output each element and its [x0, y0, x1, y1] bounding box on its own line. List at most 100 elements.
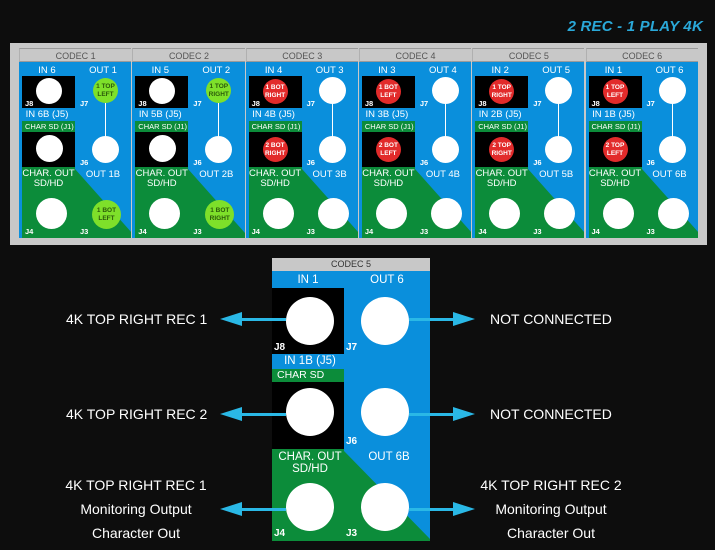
- j7-assignment-badge[interactable]: 1 TOP LEFT: [93, 78, 118, 103]
- j6-connector[interactable]: [92, 136, 119, 163]
- char-out-line1: CHAR. OUT: [22, 168, 75, 179]
- char-sd-bar: CHAR SD (J1): [475, 121, 529, 132]
- j4-destination-label: 4K TOP RIGHT REC 1 Monitoring Output Cha…: [36, 473, 236, 545]
- codec-rack: CODEC 1 IN 6 OUT 1 J8 1 TOP LEFT J7 IN 6…: [10, 43, 707, 245]
- j1-assignment-badge[interactable]: 2 BOT RIGHT: [262, 137, 288, 162]
- out-b-label: OUT 4B: [425, 169, 460, 180]
- in-b-label: IN 6B (J5): [25, 109, 69, 120]
- j7-connector[interactable]: [431, 77, 459, 104]
- codec-detail-panel: CODEC 5 IN 1 OUT 6 J8 J7 IN 1B (J5) CHAR…: [272, 258, 430, 541]
- in-b-label: IN 2B (J5): [478, 109, 522, 120]
- j7-connector[interactable]: [545, 77, 573, 104]
- j4-arrow-icon: [220, 502, 242, 516]
- detail-j7-connector[interactable]: [361, 297, 409, 345]
- j4-destination-line2: Monitoring Output: [80, 501, 192, 517]
- j8-label: J8: [25, 99, 34, 108]
- in-b-label: IN 1B (J5): [592, 109, 635, 120]
- j6-connector[interactable]: [545, 136, 573, 163]
- j7-connector[interactable]: [318, 77, 346, 104]
- char-sd-bar: CHAR SD (J1): [135, 121, 189, 132]
- j6-connector[interactable]: [431, 136, 459, 163]
- j6-label: J6: [646, 158, 655, 167]
- detail-out-b-label: OUT 6B: [368, 451, 410, 463]
- detail-in-label: IN 1: [297, 274, 319, 286]
- detail-j6-connector[interactable]: [361, 388, 409, 436]
- j8-label: J8: [251, 99, 260, 108]
- char-out-line2: SD/HD: [600, 178, 630, 189]
- j1-destination-label: 4K TOP RIGHT REC 2: [66, 406, 208, 422]
- j7-destination-label: NOT CONNECTED: [490, 311, 612, 327]
- j8-connection-line: [240, 318, 286, 321]
- j4-connector[interactable]: [489, 198, 521, 229]
- detail-j1-connector[interactable]: [286, 388, 334, 436]
- j1-assignment-badge[interactable]: 2 BOT LEFT: [375, 137, 401, 162]
- j8-connector[interactable]: [149, 78, 176, 104]
- j7-label: J7: [193, 99, 202, 108]
- j1-assignment-badge[interactable]: 2 TOP RIGHT: [489, 137, 515, 162]
- codec-rack-inner: CODEC 1 IN 6 OUT 1 J8 1 TOP LEFT J7 IN 6…: [19, 48, 699, 238]
- char-sd-bar: CHAR SD (J1): [361, 121, 415, 132]
- in-label: IN 6: [38, 65, 56, 76]
- j3-connector[interactable]: [657, 198, 689, 229]
- j6-destination-label: NOT CONNECTED: [490, 406, 612, 422]
- j4-label: J4: [364, 227, 374, 236]
- j8-assignment-badge[interactable]: 1 TOP RIGHT: [489, 79, 515, 104]
- char-out-line2: SD/HD: [373, 178, 404, 189]
- detail-j3-connector[interactable]: [361, 483, 409, 531]
- j3-assignment-badge[interactable]: 1 BOT LEFT: [92, 200, 121, 229]
- char-out-line1: CHAR. OUT: [588, 168, 642, 179]
- detail-char-out-line2: SD/HD: [292, 463, 328, 475]
- j6-connector[interactable]: [658, 136, 686, 163]
- j8-connector[interactable]: [36, 78, 62, 104]
- j1-assignment-badge[interactable]: 2 TOP LEFT: [602, 137, 628, 162]
- j7-label: J7: [419, 99, 429, 108]
- out-label: OUT 4: [428, 65, 457, 76]
- out-label: OUT 3: [315, 65, 344, 76]
- j8-assignment-badge[interactable]: 1 BOT RIGHT: [262, 79, 288, 104]
- j7-assignment-badge[interactable]: 1 TOP RIGHT: [206, 78, 232, 103]
- j4-connector[interactable]: [36, 198, 67, 229]
- loop-line: [444, 103, 446, 145]
- codec-module: CODEC 2 IN 5 OUT 2 J8 1 TOP RIGHT J7 IN …: [132, 48, 246, 238]
- page-title: 2 REC - 1 PLAY 4K: [567, 18, 703, 35]
- j4-connector[interactable]: [149, 198, 181, 229]
- j1-connection-line: [240, 413, 286, 416]
- j3-connector[interactable]: [317, 198, 349, 229]
- j4-destination-line3: Character Out: [92, 525, 180, 541]
- j6-connector[interactable]: [205, 136, 233, 163]
- char-out-line2: SD/HD: [147, 178, 177, 189]
- j4-connection-line: [240, 508, 286, 511]
- in-label: IN 3: [378, 65, 396, 76]
- detail-j8-connector[interactable]: [286, 297, 334, 345]
- detail-j7-label: J7: [346, 342, 358, 353]
- codec-module: CODEC 3 IN 4 OUT 3 1 BOT RIGHT J8 J7 IN …: [245, 48, 359, 238]
- j8-assignment-badge[interactable]: 1 BOT LEFT: [375, 79, 401, 104]
- detail-char-out-line1: CHAR. OUT: [278, 451, 342, 463]
- j8-assignment-badge[interactable]: 1 TOP LEFT: [602, 79, 628, 104]
- j3-label: J3: [646, 227, 655, 236]
- j4-connector[interactable]: [375, 198, 407, 229]
- char-out-line1: CHAR. OUT: [248, 168, 302, 179]
- char-out-label: CHAR. OUT SD/HD: [362, 169, 415, 189]
- out-label: OUT 1: [89, 65, 117, 76]
- j6-label: J6: [306, 158, 315, 167]
- out-b-label: OUT 3B: [312, 169, 347, 180]
- codec-module: CODEC 1 IN 6 OUT 1 J8 1 TOP LEFT J7 IN 6…: [19, 48, 133, 238]
- in-label: IN 4: [264, 65, 283, 76]
- j3-connector[interactable]: [544, 198, 576, 229]
- loop-line: [218, 103, 220, 145]
- j1-connector[interactable]: [149, 135, 177, 162]
- j7-connector[interactable]: [658, 77, 686, 104]
- j7-label: J7: [306, 99, 315, 108]
- j4-connector[interactable]: [262, 198, 294, 229]
- j6-label: J6: [80, 158, 89, 167]
- j3-assignment-badge[interactable]: 1 BOT RIGHT: [205, 200, 235, 229]
- j6-arrow-icon: [453, 407, 475, 421]
- detail-j4-connector[interactable]: [286, 483, 334, 531]
- j4-connector[interactable]: [602, 198, 634, 229]
- codec-module: CODEC 4 IN 3 OUT 4 1 BOT LEFT J8 J7 IN 3…: [358, 48, 473, 238]
- j3-connector[interactable]: [430, 198, 462, 229]
- j6-connector[interactable]: [318, 136, 346, 163]
- j1-connector[interactable]: [36, 135, 63, 162]
- in-label: IN 2: [491, 65, 509, 76]
